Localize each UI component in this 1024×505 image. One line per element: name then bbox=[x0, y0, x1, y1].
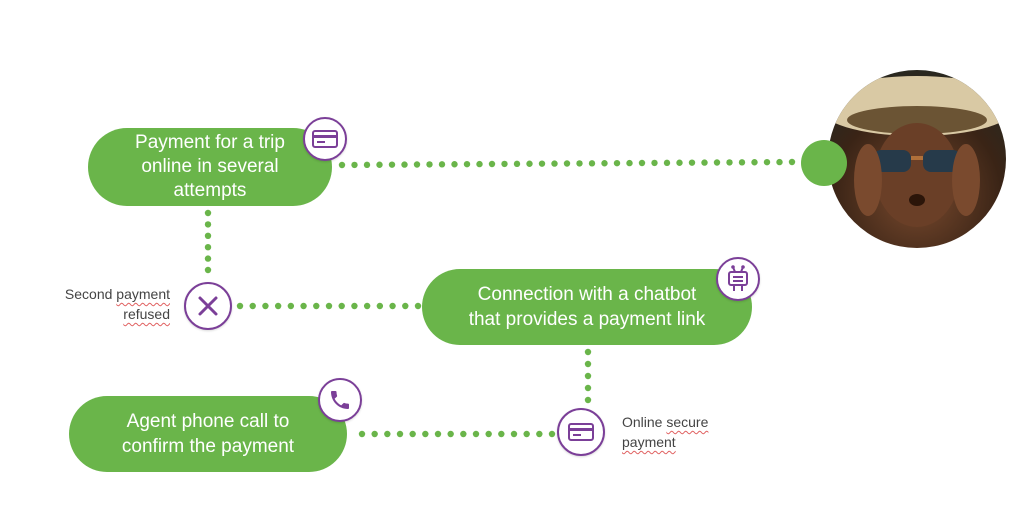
connector-dot bbox=[371, 430, 378, 438]
connector-dot bbox=[363, 302, 371, 310]
secure-payment-label: Online secure payment bbox=[622, 414, 709, 450]
connector-dot bbox=[584, 348, 592, 356]
connector-dot bbox=[601, 160, 608, 167]
connector-dot bbox=[526, 160, 533, 167]
connector-dot bbox=[338, 161, 346, 169]
connector-dot bbox=[472, 430, 480, 438]
connector-dot bbox=[501, 160, 508, 168]
connector-dot bbox=[713, 159, 721, 166]
connector-dot bbox=[388, 161, 396, 168]
connector-dot bbox=[351, 161, 358, 169]
connector-dot bbox=[204, 244, 212, 251]
connector-dot bbox=[414, 302, 422, 310]
connector-dot bbox=[300, 302, 307, 310]
connector-dot bbox=[204, 266, 212, 274]
connector-dot bbox=[523, 430, 530, 438]
connector-dot bbox=[204, 221, 212, 228]
refused-label: Second payment refused bbox=[64, 286, 170, 322]
connector-dot bbox=[513, 160, 521, 168]
connector-dot bbox=[204, 255, 212, 262]
connector-dot bbox=[262, 302, 269, 310]
connector-dot bbox=[763, 158, 771, 166]
connector-dot bbox=[626, 159, 633, 167]
secure-payment-card-icon bbox=[557, 408, 605, 456]
connector-dot bbox=[249, 302, 256, 310]
connector-dot bbox=[376, 161, 383, 168]
step-payment-attempts-label: Payment for a trip online in several att… bbox=[135, 132, 285, 201]
connector-dot bbox=[338, 302, 345, 310]
connector-dot bbox=[498, 430, 505, 438]
connector-dot bbox=[788, 158, 796, 166]
connector-dot bbox=[363, 161, 371, 169]
phone-icon bbox=[318, 378, 362, 422]
connector-dot bbox=[536, 430, 543, 438]
connector-dot bbox=[726, 159, 733, 166]
step-chatbot-connection-label: Connection with a chatbot that provides … bbox=[468, 284, 706, 330]
connector-dot bbox=[584, 360, 592, 368]
connector-dot bbox=[451, 161, 458, 168]
connector-dot bbox=[402, 302, 409, 310]
connector-dot bbox=[551, 160, 558, 167]
connector-dot bbox=[548, 430, 556, 438]
connector-dot bbox=[384, 430, 391, 438]
connector-dot bbox=[460, 430, 467, 438]
connector-dot bbox=[688, 159, 696, 166]
connector-dot bbox=[358, 430, 366, 438]
connector-dot bbox=[204, 209, 212, 217]
step-agent-phone-call-label: Agent phone call to confirm the payment bbox=[121, 411, 295, 457]
connector-dot bbox=[588, 160, 596, 167]
step-chatbot-connection: Connection with a chatbot that provides … bbox=[422, 269, 752, 345]
step-payment-attempts: Payment for a trip online in several att… bbox=[88, 128, 332, 206]
connector-dot bbox=[396, 430, 404, 438]
close-x-icon bbox=[184, 282, 232, 330]
connector-dot bbox=[488, 160, 496, 168]
connector-dot bbox=[274, 302, 282, 310]
connector-dot bbox=[313, 302, 320, 310]
connector-dot bbox=[422, 430, 429, 438]
step-agent-phone-call: Agent phone call to confirm the payment bbox=[69, 396, 347, 472]
connector-dot bbox=[401, 161, 408, 168]
connector-dot bbox=[663, 159, 671, 167]
connector-dot bbox=[738, 159, 746, 166]
connector-dot bbox=[584, 396, 592, 404]
connector-dot bbox=[438, 161, 446, 168]
robot-icon bbox=[716, 257, 760, 301]
connector-dot bbox=[701, 159, 708, 166]
connector-dot bbox=[413, 161, 421, 168]
connector-dot bbox=[510, 430, 518, 438]
connector-dot bbox=[584, 384, 592, 392]
connector-dot bbox=[463, 160, 471, 168]
customer-node-dot bbox=[801, 140, 847, 186]
connector-dot bbox=[651, 159, 658, 167]
customer-photo bbox=[828, 70, 1006, 248]
connector-dot bbox=[351, 302, 358, 310]
connector-dot bbox=[476, 160, 483, 168]
connector-dot bbox=[584, 372, 592, 380]
connector-dot bbox=[204, 232, 212, 239]
connector-dot bbox=[485, 430, 492, 438]
connector-dot bbox=[426, 161, 433, 168]
connector-dot bbox=[638, 159, 646, 167]
connector-dot bbox=[676, 159, 683, 166]
connector-dot bbox=[447, 430, 454, 438]
connector-dot bbox=[409, 430, 416, 438]
connector-dot bbox=[325, 302, 333, 310]
connector-dot bbox=[434, 430, 442, 438]
connector-dot bbox=[287, 302, 295, 310]
connector-dot bbox=[776, 158, 783, 166]
connector-dot bbox=[563, 160, 571, 167]
connector-dot bbox=[751, 159, 758, 166]
connector-dot bbox=[613, 159, 621, 167]
connector-dot bbox=[236, 302, 244, 310]
connector-dot bbox=[376, 302, 384, 310]
connector-dot bbox=[538, 160, 546, 167]
credit-card-icon bbox=[303, 117, 347, 161]
connector-dot bbox=[576, 160, 583, 167]
connector-dot bbox=[389, 302, 396, 310]
